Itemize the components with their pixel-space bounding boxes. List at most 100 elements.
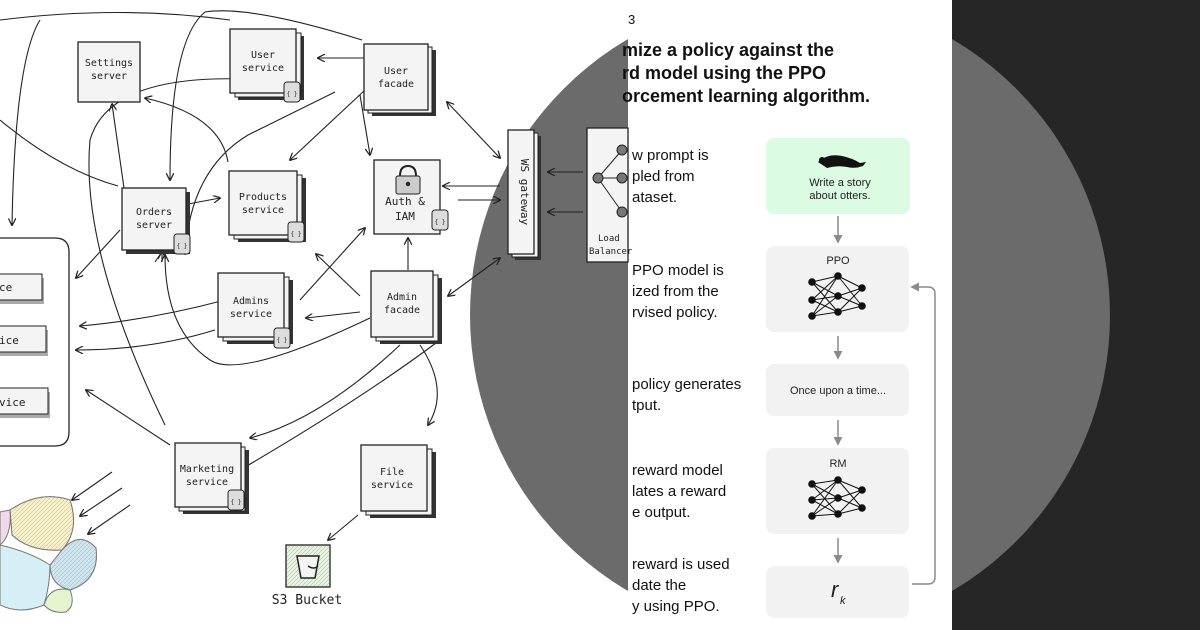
step-5-text: reward is used date the y using PPO. <box>632 556 730 615</box>
svg-text:{ }: { } <box>231 499 242 506</box>
step-1-text: w prompt is pled from ataset. <box>631 147 709 206</box>
svg-text:reward is used: reward is used <box>632 556 730 573</box>
svg-text:y using PPO.: y using PPO. <box>632 598 720 615</box>
ws-gateway-node: WS gateway <box>507 129 541 260</box>
products-service-node: Products service { } <box>228 170 306 243</box>
user-service-node: User service { } <box>229 28 304 103</box>
svg-text:Products: Products <box>239 192 287 203</box>
svg-text:ice: ice <box>0 334 19 347</box>
incoming-arrows <box>72 471 131 534</box>
svg-text:User: User <box>384 66 408 77</box>
svg-text:User: User <box>251 50 275 61</box>
svg-text:Settings: Settings <box>85 58 133 69</box>
svg-text:w prompt is: w prompt is <box>631 147 709 164</box>
rlhf-panel: 3 mize a policy against the rd model usi… <box>622 0 952 630</box>
step-3-text: policy generates tput. <box>632 376 741 414</box>
otter-icon <box>818 155 866 168</box>
database-icon: { } <box>283 81 301 103</box>
svg-text:Once upon a time...: Once upon a time... <box>790 385 886 397</box>
svg-text:{ }: { } <box>177 243 188 250</box>
prompt-card: Write a story about otters. <box>766 138 910 214</box>
network-icon <box>808 272 866 320</box>
svg-text:Orders: Orders <box>136 207 172 218</box>
svg-text:{ }: { } <box>287 91 298 98</box>
svg-text:ized from the: ized from the <box>632 283 719 300</box>
svg-text:Balancer: Balancer <box>589 247 633 257</box>
database-icon: { } <box>227 489 245 511</box>
svg-text:service: service <box>230 309 272 320</box>
svg-text:k: k <box>840 595 846 607</box>
svg-text:reward model: reward model <box>632 462 723 479</box>
svg-text:server: server <box>91 71 127 82</box>
load-balancer-icon <box>592 144 628 218</box>
bucket-icon <box>296 555 320 579</box>
reward-card: r k <box>766 566 909 618</box>
svg-text:tput.: tput. <box>632 397 661 414</box>
network-icon <box>808 476 866 520</box>
settings-server-node: Settings server <box>77 41 141 103</box>
svg-text:e output.: e output. <box>632 504 690 521</box>
svg-text:rvised policy.: rvised policy. <box>632 304 718 321</box>
heading-line-2: rd model using the PPO <box>622 63 826 83</box>
svg-text:S3 Bucket: S3 Bucket <box>272 593 342 608</box>
user-facade-node: User facade <box>363 43 436 116</box>
svg-text:vice: vice <box>0 396 26 409</box>
ppo-card: PPO <box>766 246 909 332</box>
svg-text:Auth &: Auth & <box>385 195 425 208</box>
svg-text:pled from: pled from <box>632 168 695 185</box>
svg-text:IAM: IAM <box>395 210 415 223</box>
database-icon: { } <box>273 327 291 349</box>
svg-text:service: service <box>371 480 413 491</box>
database-icon: { } <box>287 221 305 243</box>
admins-service-node: Admins service { } <box>217 272 293 349</box>
svg-text:{ }: { } <box>291 231 302 238</box>
step-number: 3 <box>628 12 635 27</box>
heading-line-1: mize a policy against the <box>622 40 834 60</box>
s3-bucket-node: S3 Bucket <box>272 544 342 608</box>
svg-text:Load: Load <box>598 234 620 244</box>
svg-text:service: service <box>242 205 284 216</box>
svg-text:facade: facade <box>378 79 414 90</box>
svg-text:Admin: Admin <box>387 292 417 303</box>
group-item-3: vice <box>0 387 50 418</box>
svg-text:RM: RM <box>829 458 846 470</box>
voronoi-blob <box>0 496 97 613</box>
svg-text:PPO model is: PPO model is <box>632 262 724 279</box>
svg-text:policy generates: policy generates <box>632 376 741 393</box>
svg-text:about otters.: about otters. <box>809 190 870 202</box>
heading-line-3: orcement learning algorithm. <box>622 86 870 106</box>
svg-text:WS gateway: WS gateway <box>518 159 531 226</box>
svg-text:Write a story: Write a story <box>809 177 871 189</box>
svg-text:{ }: { } <box>435 219 446 226</box>
step-2-text: PPO model is ized from the rvised policy… <box>632 262 724 321</box>
svg-text:{ }: { } <box>277 337 288 344</box>
lock-icon <box>395 164 421 195</box>
architecture-diagram: ce ice vice <box>0 10 633 613</box>
load-balancer-node: Load Balancer <box>586 127 633 263</box>
group-item-2: ice <box>0 325 48 356</box>
orders-server-node: Orders server { } <box>121 187 191 255</box>
group-item-1: ce <box>0 273 44 304</box>
svg-text:ataset.: ataset. <box>632 189 677 206</box>
file-service-node: File service <box>360 444 436 518</box>
admin-facade-node: Admin facade <box>370 270 442 344</box>
svg-text:ce: ce <box>0 281 12 294</box>
svg-text:Marketing: Marketing <box>180 464 234 475</box>
rm-card: RM <box>766 448 909 534</box>
svg-text:server: server <box>136 220 172 231</box>
output-card: Once upon a time... <box>766 364 909 416</box>
database-icon: { } <box>173 233 191 255</box>
svg-text:r: r <box>831 577 840 602</box>
svg-text:Admins: Admins <box>233 296 269 307</box>
svg-text:File: File <box>380 467 404 478</box>
marketing-service-node: Marketing service { } <box>174 442 249 514</box>
svg-text:lates a reward: lates a reward <box>632 483 726 500</box>
feedback-arrow <box>910 282 936 585</box>
database-icon: { } <box>431 209 449 231</box>
svg-text:PPO: PPO <box>826 255 850 267</box>
svg-text:service: service <box>242 63 284 74</box>
svg-text:facade: facade <box>384 305 420 316</box>
service-group-box <box>0 237 70 447</box>
step-4-text: reward model lates a reward e output. <box>632 462 726 521</box>
